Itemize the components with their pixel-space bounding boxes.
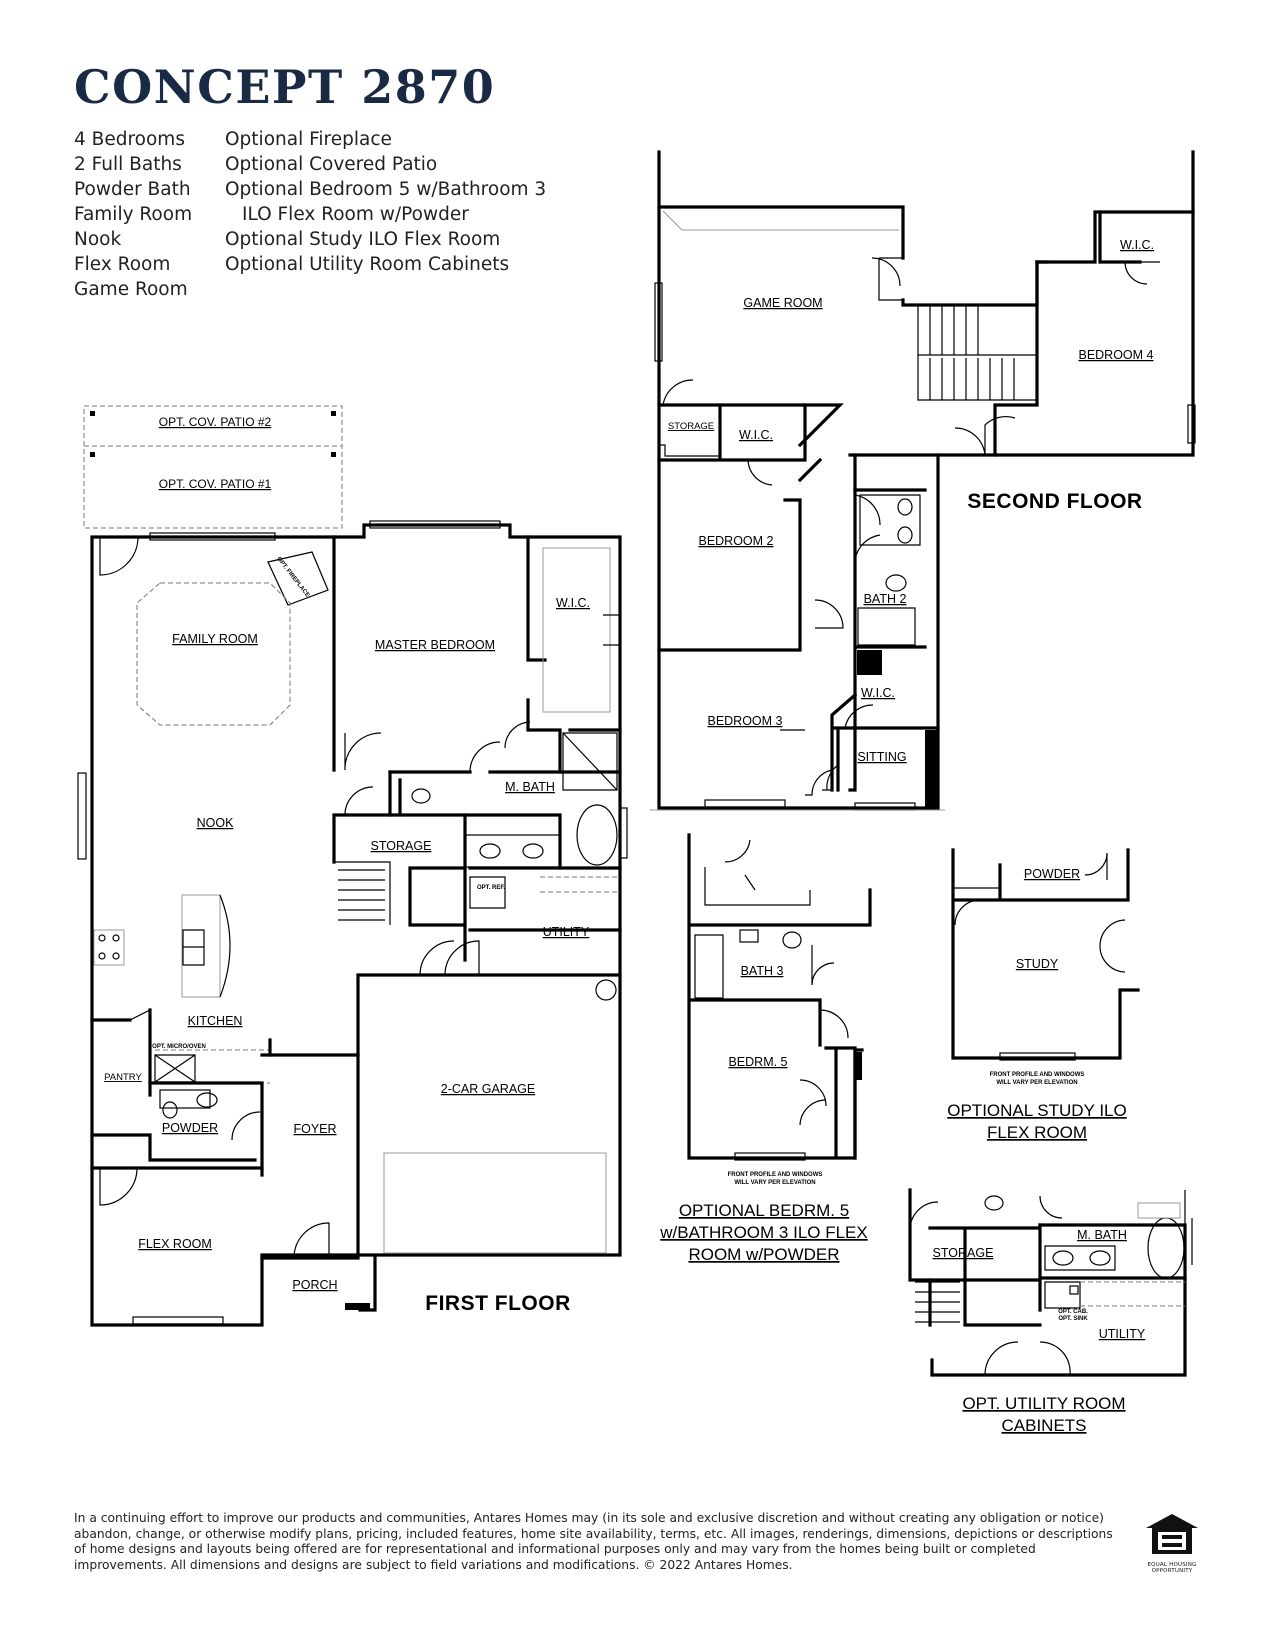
equal-housing-icon — [1146, 1514, 1198, 1554]
feature-item: Optional Utility Room Cabinets — [225, 254, 510, 275]
features-list-right: Optional Fireplace Optional Covered Pati… — [225, 127, 546, 277]
option-bedroom5-plan: BATH 3 BEDRM. 5 FRONT PROFILE AND WINDOW… — [659, 833, 872, 1264]
bedroom3-label: BEDROOM 3 — [707, 714, 782, 728]
porch-label: PORCH — [292, 1278, 337, 1292]
opt-sink-label: OPT. SINK — [1058, 1316, 1088, 1322]
opt-cab-label: OPT. CAB. — [1058, 1309, 1088, 1315]
util-opt-utility-label: UTILITY — [1099, 1327, 1146, 1341]
feature-item: Powder Bath — [74, 179, 191, 200]
feature-item: Optional Bedroom 5 w/Bathroom 3 — [225, 179, 547, 200]
master-bedroom-label: MASTER BEDROOM — [375, 638, 495, 652]
util-opt-mbath-label: M. BATH — [1077, 1228, 1127, 1242]
bedroom5-caption: w/BATHROOM 3 ILO FLEX — [659, 1223, 868, 1242]
bedroom5-caption: ROOM w/POWDER — [688, 1245, 839, 1264]
second-floor-title: SECOND FLOOR — [967, 490, 1142, 513]
option-study-plan: POWDER STUDY FRONT PROFILE AND WINDOWS W… — [947, 848, 1140, 1142]
first-floor-title: FIRST FLOOR — [425, 1292, 571, 1315]
pantry-label: PANTRY — [104, 1072, 142, 1083]
patio2-label: OPT. COV. PATIO #2 — [159, 415, 272, 429]
master-bath-label: M. BATH — [505, 780, 555, 794]
feature-item: 2 Full Baths — [74, 154, 182, 175]
bath3-label: BATH 3 — [741, 964, 784, 978]
utility-label: UTILITY — [543, 925, 590, 939]
opt-ref-label: OPT. REF. — [477, 885, 505, 891]
bedroom4-label: BEDROOM 4 — [1078, 348, 1153, 362]
master-wic-label: W.I.C. — [556, 596, 590, 610]
option-utility-plan: M. BATH STORAGE OPT. CAB. OPT. SINK UTIL… — [908, 1188, 1193, 1435]
feature-item: Family Room — [74, 204, 193, 225]
study-note: WILL VARY PER ELEVATION — [996, 1080, 1077, 1086]
equal-housing-text: EQUAL HOUSING — [1147, 1562, 1197, 1568]
disclaimer-text: In a continuing effort to improve our pr… — [74, 1511, 1113, 1572]
study-caption: OPTIONAL STUDY ILO — [947, 1101, 1127, 1120]
feature-item: Optional Covered Patio — [225, 154, 438, 175]
equal-housing-logo: EQUAL HOUSING OPPORTUNITY — [1140, 1512, 1204, 1574]
flex-room-label: FLEX ROOM — [138, 1237, 212, 1251]
study-label: STUDY — [1016, 957, 1059, 971]
bed3-wic-label: W.I.C. — [861, 686, 895, 700]
garage-label: 2-CAR GARAGE — [441, 1082, 535, 1096]
feature-item: 4 Bedrooms — [74, 129, 185, 150]
plan-title: CONCEPT 2870 — [74, 60, 496, 114]
patio1-label: OPT. COV. PATIO #1 — [159, 477, 272, 491]
features-list-left: 4 Bedrooms 2 Full Baths Powder Bath Fami… — [74, 127, 192, 302]
nook-label: NOOK — [197, 816, 234, 830]
fireplace-label: OPT. FIREPLACE — [275, 556, 310, 598]
bedroom5-note: FRONT PROFILE AND WINDOWS — [728, 1172, 823, 1178]
bed2-wic-label: W.I.C. — [739, 428, 773, 442]
study-caption: FLEX ROOM — [987, 1123, 1087, 1142]
study-powder-label: POWDER — [1024, 867, 1080, 881]
first-floor-plan: OPT. COV. PATIO #2 OPT. COV. PATIO #1 OP… — [77, 405, 628, 1327]
patio-outline — [83, 405, 343, 529]
feature-item: Optional Fireplace — [225, 129, 392, 150]
game-room-label: GAME ROOM — [743, 296, 822, 310]
bedroom2-label: BEDROOM 2 — [698, 534, 773, 548]
foyer-label: FOYER — [293, 1122, 336, 1136]
bath2-label: BATH 2 — [864, 592, 907, 606]
upstairs-storage-label: STORAGE — [668, 421, 714, 432]
utility-caption: CABINETS — [1001, 1416, 1086, 1435]
storage-label: STORAGE — [371, 839, 432, 853]
feature-item: Game Room — [74, 279, 188, 300]
opt-micro-label: OPT. MICRO/OVEN — [152, 1044, 206, 1050]
second-floor-plan: GAME ROOM W.I.C. BEDROOM 4 STORAGE W.I.C… — [650, 150, 1196, 811]
feature-item: Flex Room — [74, 254, 171, 275]
family-room-label: FAMILY ROOM — [172, 632, 258, 646]
feature-item: Nook — [74, 229, 122, 250]
bedroom5-label: BEDRM. 5 — [728, 1055, 787, 1069]
powder-label: POWDER — [162, 1121, 218, 1135]
util-opt-storage-label: STORAGE — [933, 1246, 994, 1260]
bedroom5-note: WILL VARY PER ELEVATION — [734, 1180, 815, 1186]
feature-item: ILO Flex Room w/Powder — [242, 204, 469, 225]
study-note: FRONT PROFILE AND WINDOWS — [990, 1072, 1085, 1078]
bedroom5-caption: OPTIONAL BEDRM. 5 — [679, 1201, 849, 1220]
bed4-wic-label: W.I.C. — [1120, 238, 1154, 252]
kitchen-label: KITCHEN — [188, 1014, 243, 1028]
feature-item: Optional Study ILO Flex Room — [225, 229, 501, 250]
sitting-label: SITTING — [857, 750, 906, 764]
utility-caption: OPT. UTILITY ROOM — [962, 1394, 1125, 1413]
equal-housing-text: OPPORTUNITY — [1151, 1568, 1193, 1574]
